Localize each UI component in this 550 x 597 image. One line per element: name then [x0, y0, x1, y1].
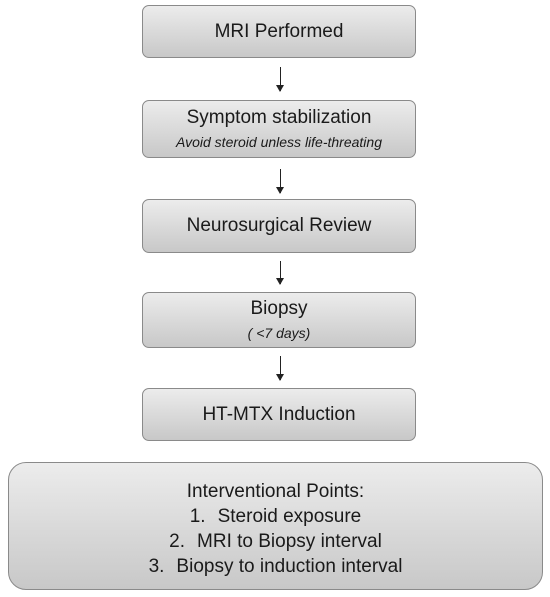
step-title: HT-MTX Induction — [202, 403, 356, 425]
list-text: Steroid exposure — [217, 506, 362, 527]
list-number: 1. — [189, 506, 206, 527]
step-title: Symptom stabilization — [186, 107, 372, 128]
interventional-points-list: 1. Steroid exposure 2. MRI to Biopsy inter… — [9, 504, 542, 579]
flow-arrow — [276, 169, 284, 194]
step-title: MRI Performed — [214, 20, 344, 42]
list-item: 2. MRI to Biopsy interval — [9, 529, 542, 554]
list-item: 3. Biopsy to induction interval — [9, 554, 542, 579]
list-text: MRI to Biopsy interval — [197, 531, 382, 552]
step-mri-performed: MRI Performed — [142, 5, 416, 58]
step-title: Neurosurgical Review — [186, 215, 372, 236]
step-biopsy: Biopsy ( <7 days) — [142, 292, 416, 348]
flow-arrow — [276, 261, 284, 285]
step-neurosurgical-review: Neurosurgical Review — [142, 199, 416, 253]
list-text: Biopsy to induction interval — [176, 556, 403, 577]
step-subtitle: ( <7 days) — [247, 325, 311, 341]
step-subtitle: Avoid steroid unless life-threating — [176, 134, 382, 150]
flow-arrow — [276, 356, 284, 381]
interventional-points-box: Interventional Points: 1. Steroid exposur… — [8, 462, 543, 590]
list-number: 3. — [148, 556, 165, 577]
step-title: Biopsy — [250, 298, 308, 319]
step-symptom-stabilization: Symptom stabilization Avoid steroid unle… — [142, 100, 416, 158]
list-item: 1. Steroid exposure — [9, 504, 542, 529]
summary-title: Interventional Points: — [186, 481, 365, 502]
flow-arrow — [276, 67, 284, 92]
list-number: 2. — [169, 531, 186, 552]
step-ht-mtx-induction: HT-MTX Induction — [142, 388, 416, 441]
